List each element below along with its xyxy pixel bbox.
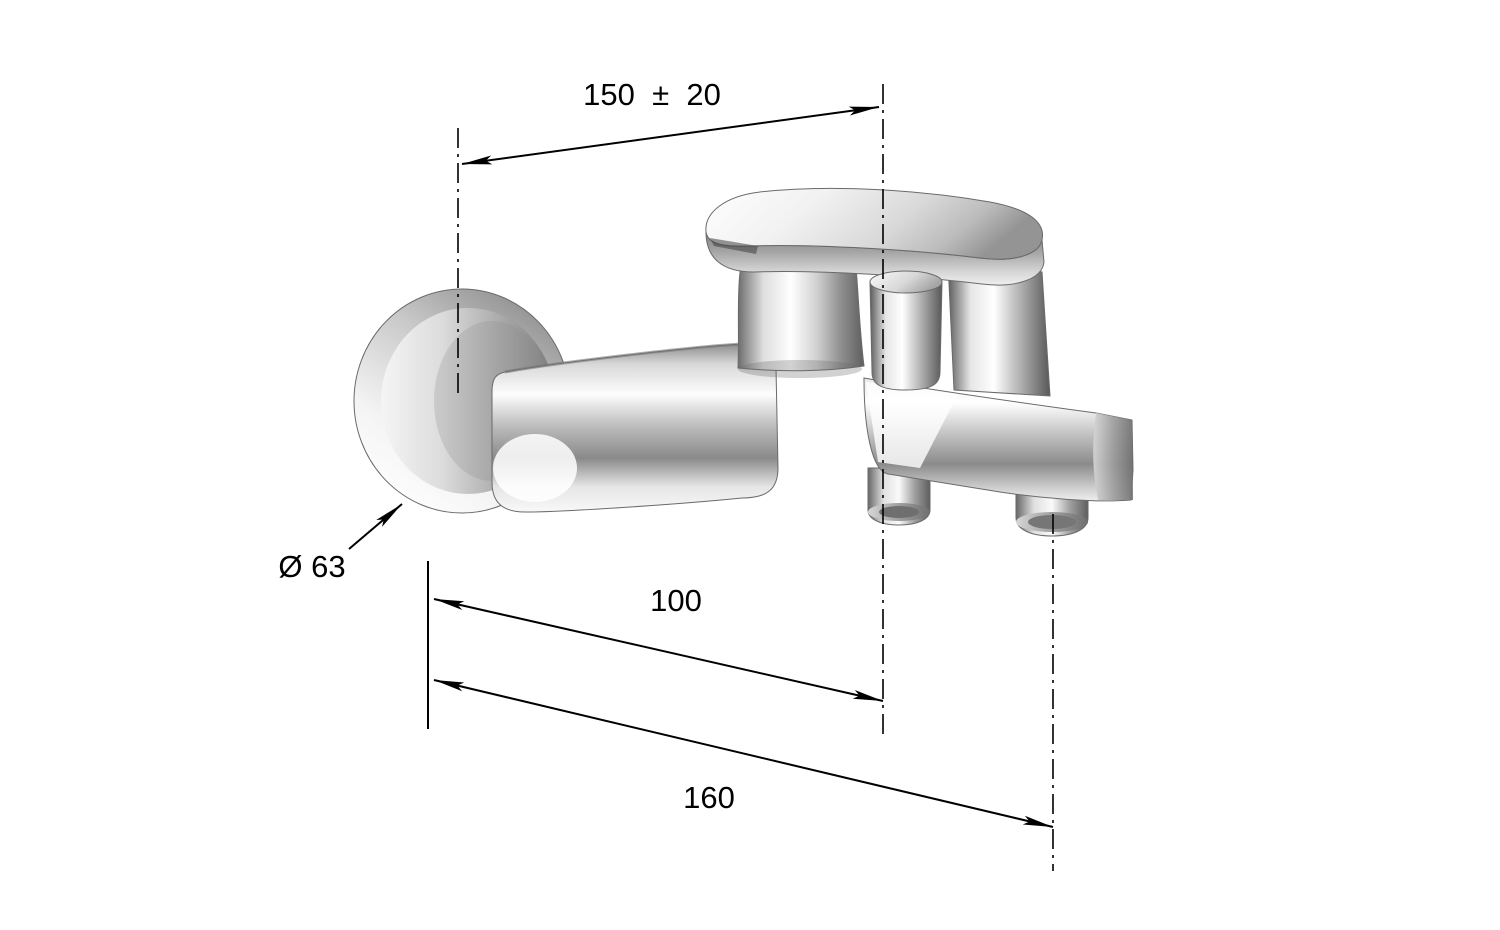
dimension-160: 160 (433, 679, 1054, 828)
body-highlight (493, 434, 577, 502)
lever-handle (705, 187, 1045, 286)
dimension-label-150: 150 ± 20 (583, 77, 721, 112)
faucet-body (491, 342, 779, 513)
diverter-knob (869, 270, 943, 391)
diameter-callout: Ø 63 (278, 503, 403, 584)
diameter-label: Ø 63 (278, 549, 345, 584)
dimension-label-160: 160 (683, 780, 735, 815)
dimension-top-150: 150 ± 20 (461, 77, 880, 165)
centerlines (427, 84, 1054, 871)
spout (863, 377, 1134, 502)
spout-end-face (1093, 413, 1133, 500)
dimension-100: 100 (433, 583, 884, 702)
faucet-illustration (353, 187, 1134, 537)
dimension-label-100: 100 (650, 583, 702, 618)
